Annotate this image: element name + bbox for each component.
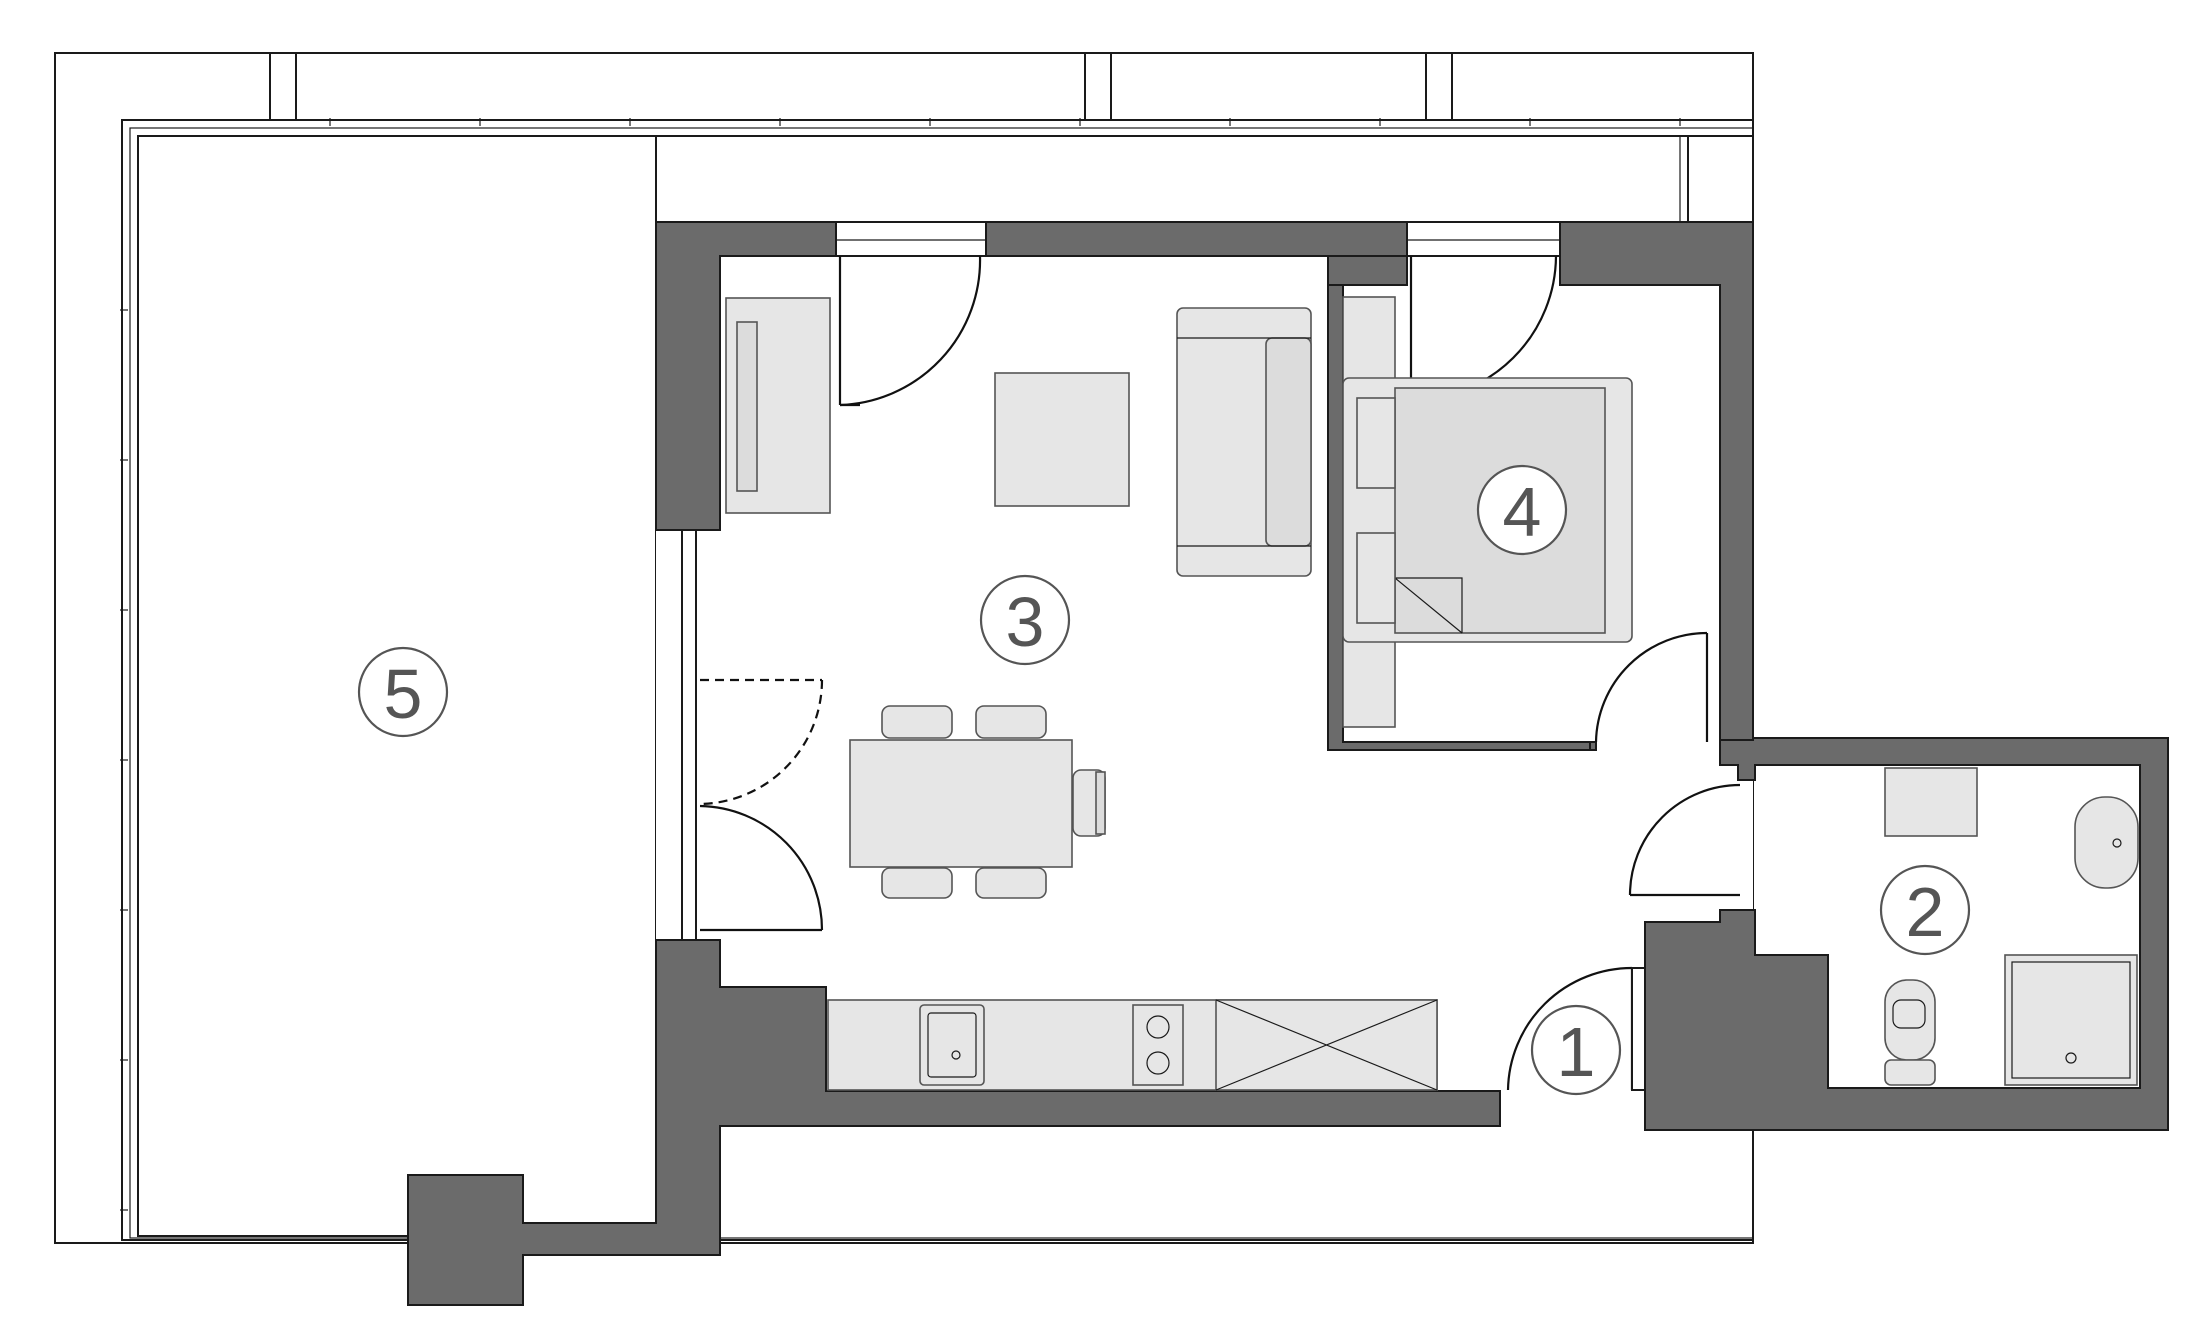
windows (681, 221, 1561, 941)
room-labels: 1 2 3 4 5 (357, 464, 1971, 1096)
wall-bathroom (1644, 737, 2169, 1131)
chair-top-right (975, 705, 1047, 739)
kitchen-sink (919, 1004, 985, 1086)
door-window-1-swing (839, 255, 982, 407)
entrance-door-swing (1506, 966, 1633, 1091)
nightstand-bottom (1356, 532, 1396, 624)
terrace-post-1 (269, 52, 297, 121)
bathroom-furniture (1884, 767, 2139, 1086)
wall-top-right (1559, 221, 1754, 741)
room-label-1: 1 (1530, 1004, 1622, 1096)
chair-bottom-left (881, 867, 953, 899)
room-label-3: 3 (979, 574, 1071, 666)
washbasin (2074, 796, 2139, 889)
dining-table (849, 739, 1073, 868)
coffee-table (994, 372, 1130, 507)
entrance-door-frame (1631, 967, 1646, 1091)
wall-top-middle (985, 221, 1597, 751)
bed-blanket-fold (1395, 577, 1463, 633)
washing-machine (1884, 767, 1978, 837)
window-1 (835, 221, 987, 257)
kitchen-furniture (827, 999, 1438, 1091)
wall-bedroom-left (1327, 284, 1591, 751)
room-label-2: 2 (1879, 864, 1971, 956)
bedroom-door-swing (1594, 631, 1708, 743)
room-label-3-text: 3 (1006, 583, 1045, 661)
shower-tray (2004, 954, 2138, 1086)
terrace-door-bottom-swing (699, 804, 824, 931)
chair-top-left (881, 705, 953, 739)
bathroom-door-swing (1628, 783, 1741, 896)
chair-bottom-right (975, 867, 1047, 899)
nightstand-top (1356, 397, 1396, 489)
terrace-post-2 (1084, 52, 1112, 121)
terrace-post-3 (1425, 52, 1453, 121)
sofa-back (1265, 337, 1312, 547)
room-label-2-text: 2 (1906, 873, 1945, 951)
room-label-5-text: 5 (384, 655, 423, 733)
railing-ticks (120, 118, 1681, 1211)
cooktop (1132, 1004, 1184, 1086)
wall-kitchen-bottom (407, 939, 1501, 1306)
room-label-5: 5 (357, 646, 449, 738)
window-terrace-strip (681, 529, 697, 941)
window-2 (1406, 221, 1561, 257)
room-label-4-text: 4 (1503, 473, 1542, 551)
room-label-1-text: 1 (1557, 1013, 1596, 1091)
room-label-4: 4 (1476, 464, 1568, 556)
terrace-door-top-swing (699, 679, 824, 806)
doors (699, 255, 1741, 1091)
living-room-furniture (725, 297, 1312, 899)
walls (407, 221, 2169, 1306)
tv (736, 321, 758, 492)
